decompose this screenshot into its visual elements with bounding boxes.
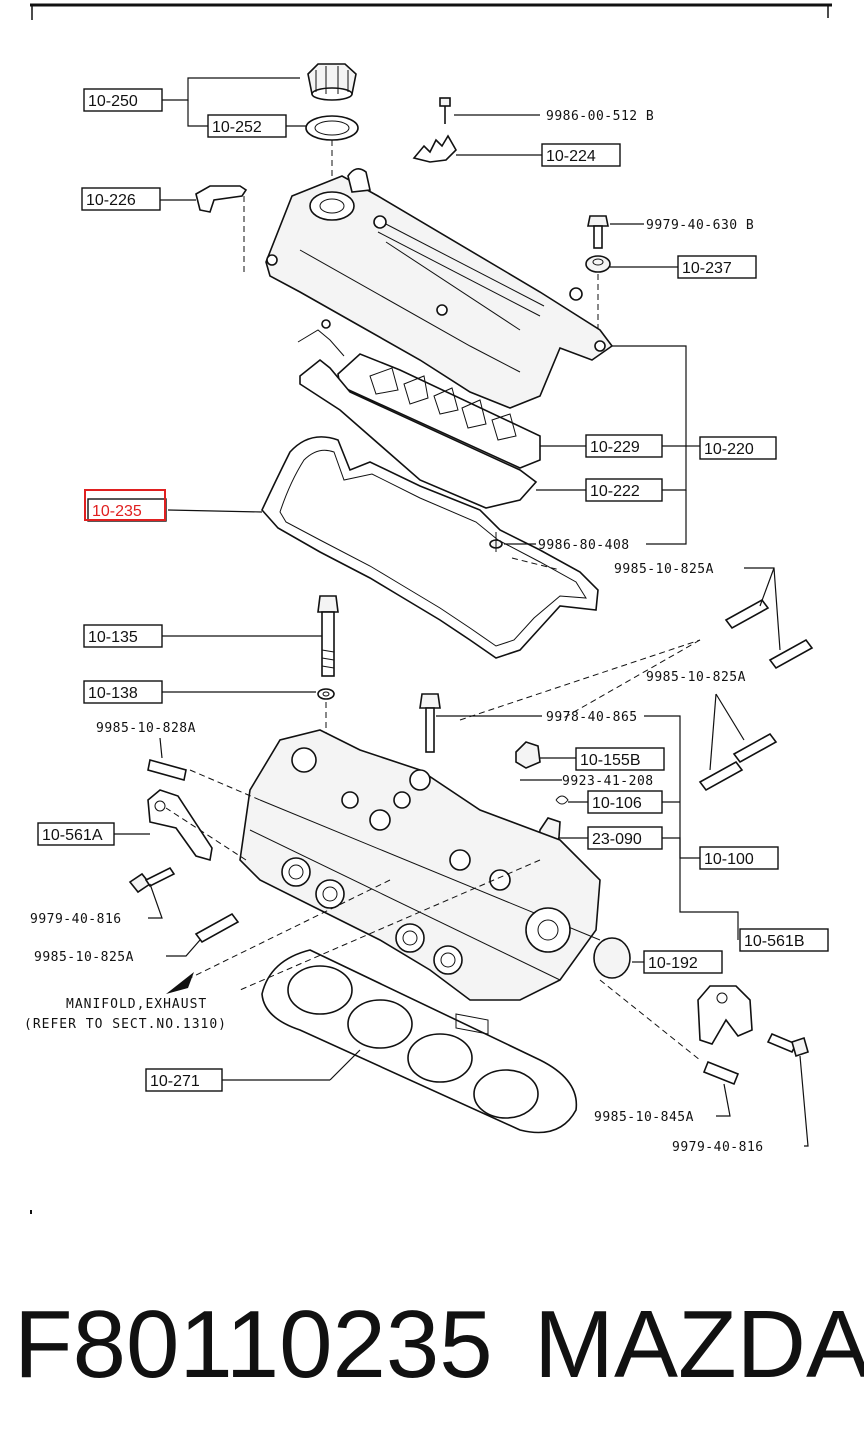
label-10-138: 10-138: [88, 685, 138, 702]
callout-10-220: 10-220: [699, 436, 777, 460]
label-9979-40-816-right: 9979-40-816: [672, 1140, 764, 1155]
part-number-title: F80110235: [14, 1291, 493, 1398]
cap-gasket-drawing: [305, 115, 359, 141]
highlight-box: [84, 489, 166, 521]
grommet-drawing: [585, 255, 611, 273]
callout-10-252: 10-252: [207, 114, 287, 138]
label-10-250: 10-250: [88, 93, 138, 110]
callout-10-561a: 10-561A: [37, 822, 115, 846]
baffle-gasket-drawing: [337, 353, 541, 469]
head-cover-gasket-drawing: [261, 436, 599, 659]
label-10-561b: 10-561B: [744, 933, 805, 950]
leader-lines: [114, 77, 809, 1147]
bolt-right-drawing: [766, 1032, 809, 1058]
baffle-plate-bottom-drawing: [297, 319, 538, 509]
label-9979-40-816-left: 9979-40-816: [30, 912, 122, 927]
callout-10-192: 10-192: [643, 950, 723, 974]
manifold-note-line1: MANIFOLD,EXHAUST: [66, 997, 207, 1012]
seal-washer-drawing: [489, 532, 503, 552]
label-10-226: 10-226: [86, 192, 136, 209]
callout-10-561b: 10-561B: [739, 928, 829, 952]
label-9985-10-845a: 9985-10-845A: [594, 1110, 694, 1125]
label-9985-10-825a-mid: 9985-10-825A: [646, 670, 746, 685]
clip-10-106-drawing: [555, 795, 569, 805]
label-10-252: 10-252: [212, 119, 262, 136]
screw-drawing: [439, 97, 451, 124]
callout-10-237: 10-237: [677, 255, 757, 279]
plug-10-155b-drawing: [515, 741, 541, 769]
callout-10-235[interactable]: 10-235: [84, 489, 167, 522]
cap-plug-drawing: [593, 937, 631, 979]
callout-10-250: 10-250: [83, 88, 163, 112]
callout-10-224: 10-224: [541, 143, 621, 167]
cylinder-head-drawing: [239, 729, 601, 1001]
stud-9978-drawing: [419, 693, 441, 753]
callout-10-229: 10-229: [585, 434, 663, 458]
oil-filler-cap-drawing: [307, 63, 357, 101]
label-10-100: 10-100: [704, 851, 754, 868]
callout-10-100: 10-100: [699, 846, 779, 870]
head-bolt-drawing: [317, 595, 339, 677]
baffle-plate-drawing: [412, 134, 457, 163]
label-9979-40-630b: 9979-40-630 B: [646, 218, 754, 233]
brand-title: MAZDA: [534, 1291, 864, 1398]
washer-drawing: [317, 688, 335, 700]
manifold-note-line2: (REFER TO SECT.NO.1310): [24, 1017, 227, 1032]
callout-10-226: 10-226: [81, 187, 161, 211]
cylinder-head-gasket-drawing: [261, 949, 578, 1134]
label-10-220: 10-220: [704, 441, 754, 458]
stud-bolts-drawing: [147, 598, 814, 1086]
callout-10-271: 10-271: [145, 1068, 223, 1092]
callout-10-155b: 10-155B: [575, 747, 665, 771]
label-10-106: 10-106: [592, 795, 642, 812]
label-10-192: 10-192: [648, 955, 698, 972]
label-23-090: 23-090: [592, 831, 642, 848]
callout-10-135: 10-135: [83, 624, 163, 648]
label-10-224: 10-224: [546, 148, 596, 165]
label-10-155b: 10-155B: [580, 752, 641, 769]
label-10-235: 10-235: [92, 503, 142, 520]
label-10-237: 10-237: [682, 260, 732, 277]
label-10-561a: 10-561A: [42, 827, 103, 844]
bracket-right-drawing: [697, 985, 753, 1045]
callout-10-106: 10-106: [587, 790, 663, 814]
label-10-271: 10-271: [150, 1073, 200, 1090]
label-9923-41-208: 9923-41-208: [562, 774, 654, 789]
label-9985-10-825a-bot: 9985-10-825A: [34, 950, 134, 965]
cover-bolt-drawing: [587, 215, 609, 249]
label-10-222: 10-222: [590, 483, 640, 500]
label-9978-40-865: 9978-40-865: [546, 710, 638, 725]
bracket-left-drawing: [147, 789, 213, 862]
callout-10-222: 10-222: [585, 478, 663, 502]
cylinder-head-cover-drawing: [265, 168, 614, 409]
label-9985-10-828a: 9985-10-828A: [96, 721, 196, 736]
callout-10-138: 10-138: [83, 680, 163, 704]
label-9986-00-512b: 9986-00-512 B: [546, 109, 654, 124]
label-9985-10-825a-top: 9985-10-825A: [614, 562, 714, 577]
label-10-135: 10-135: [88, 629, 138, 646]
bracket-drawing: [195, 185, 248, 213]
manifold-arrow: [166, 879, 391, 994]
label-10-229: 10-229: [590, 439, 640, 456]
callout-23-090: 23-090: [587, 826, 663, 850]
label-9986-80-408: 9986-80-408: [538, 538, 630, 553]
